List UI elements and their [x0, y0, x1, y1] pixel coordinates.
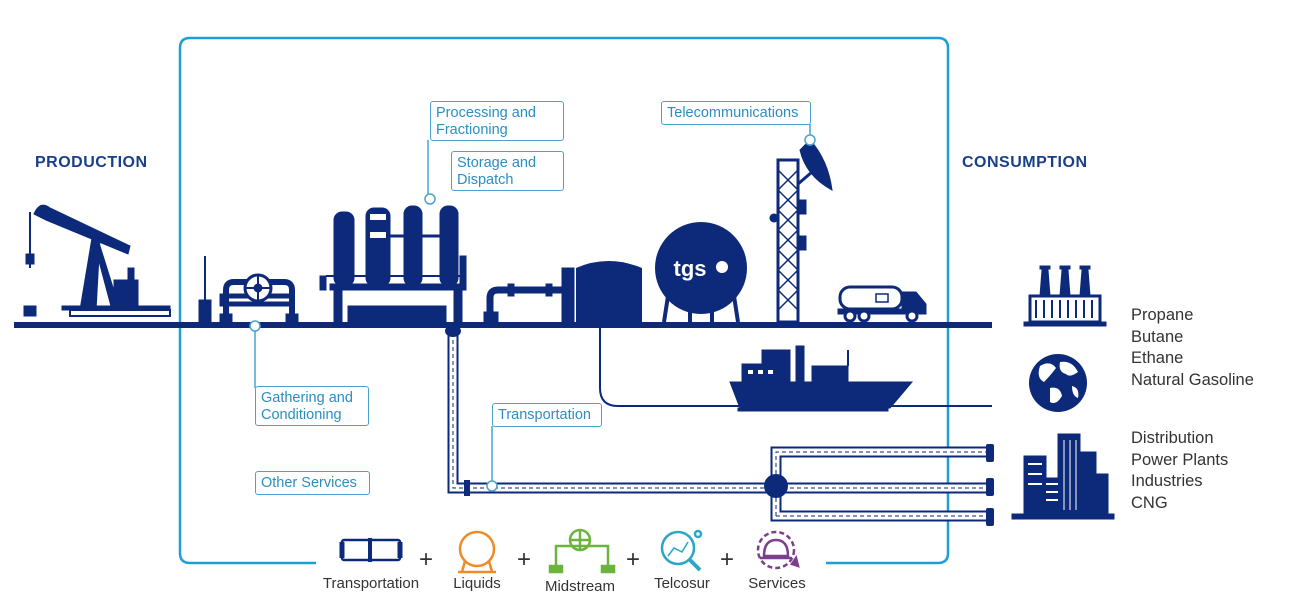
legend-label-midstream: Midstream: [544, 578, 615, 595]
gathering-valve-icon: [198, 256, 299, 323]
globe-icon: [1029, 354, 1087, 412]
callout-storage-line2: Dispatch: [457, 172, 514, 188]
legend-plus-1: +: [419, 546, 434, 573]
callout-transportation-line1: Transportation: [498, 407, 591, 423]
helmet-gear-icon: [756, 530, 800, 570]
storage-tank-icon: [576, 261, 642, 322]
valve-icon: [548, 528, 616, 574]
telecom-tower-icon: [769, 139, 833, 324]
ground-line: [14, 322, 992, 328]
pump-jack-icon: [23, 204, 171, 317]
tank-logo-dot: [716, 261, 728, 273]
list-item: Industries: [1131, 472, 1203, 490]
gas-pipeline: [445, 325, 994, 526]
legend-plus-4: +: [720, 546, 735, 573]
factory-icon: [1023, 265, 1107, 327]
legend-plus-3: +: [626, 546, 641, 573]
magnifier-network-icon: [660, 529, 703, 572]
callout-processing: Processing and Fractioning: [430, 101, 564, 141]
consumption-heading: CONSUMPTION: [962, 154, 1088, 171]
processing-plant-icon: [319, 205, 467, 323]
callout-connectors: [249, 124, 816, 492]
legend-label-transportation: Transportation: [322, 575, 420, 592]
list-item: CNG: [1131, 493, 1168, 512]
legend-plus-2: +: [517, 546, 532, 573]
sphere-tank: [655, 222, 747, 323]
callout-storage: Storage and Dispatch: [451, 151, 564, 191]
gas-consumption-list: Distribution Power Plants Industries CNG: [1131, 428, 1228, 514]
callout-transportation: Transportation: [492, 403, 602, 427]
list-item: Propane: [1131, 306, 1194, 324]
list-item: Natural Gasoline: [1131, 370, 1254, 389]
callout-gathering-line1: Gathering and: [261, 390, 353, 406]
callout-gathering: Gathering and Conditioning: [255, 386, 369, 426]
city-icon: [1011, 433, 1115, 520]
liquids-consumption-list: Propane Butane Ethane Natural Gasoline: [1131, 305, 1254, 391]
frame-border: [178, 36, 950, 565]
tank-logo-text: tgs: [674, 256, 707, 281]
callout-processing-line1: Processing and: [436, 105, 536, 121]
pipe-icon: [339, 538, 403, 562]
callout-processing-line2: Fractioning: [436, 122, 508, 138]
list-item: Distribution: [1131, 429, 1214, 447]
list-item: Butane: [1131, 327, 1184, 346]
callout-telecom-line1: Telecommunications: [667, 105, 799, 121]
ship-icon: [729, 345, 914, 412]
legend-label-telcosur: Telcosur: [654, 575, 710, 592]
callout-other-line1: Other Services: [261, 475, 357, 491]
legend-label-liquids: Liquids: [453, 575, 501, 592]
sphere-tank-icon: [458, 530, 496, 574]
callout-gathering-line2: Conditioning: [261, 407, 342, 423]
production-heading: PRODUCTION: [35, 154, 148, 171]
callout-telecom: Telecommunications: [661, 101, 811, 125]
tanker-truck-icon: [837, 285, 927, 323]
legend-label-services: Services: [748, 575, 806, 592]
list-item: Ethane: [1131, 349, 1184, 367]
callout-other-services: Other Services: [255, 471, 370, 495]
callout-storage-line1: Storage and: [457, 155, 537, 171]
dispatch-pipes-icon: [483, 267, 575, 323]
ship-route-line: [599, 328, 992, 407]
list-item: Power Plants: [1131, 450, 1229, 469]
